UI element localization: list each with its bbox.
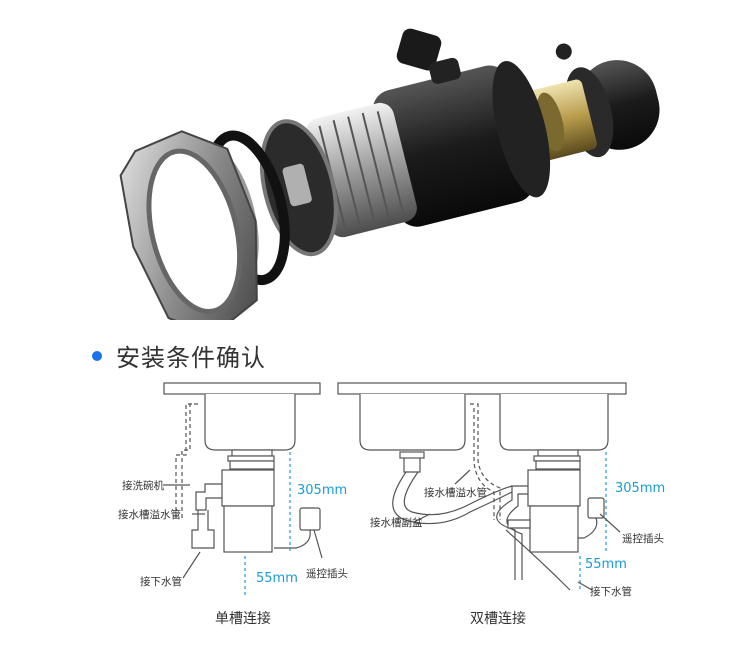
countertop-double bbox=[337, 382, 627, 395]
inlet-pipe bbox=[396, 28, 442, 71]
sink-basin-left bbox=[359, 394, 466, 451]
disposer-unit-double bbox=[527, 469, 581, 507]
section-title: 安装条件确认 bbox=[116, 344, 266, 372]
label-drain-double: 接下水管 bbox=[590, 585, 632, 598]
double-sink-diagram bbox=[337, 382, 627, 591]
product-exploded-view bbox=[119, 28, 660, 320]
overflow-pipe-double bbox=[470, 403, 501, 520]
bullet-dot-icon bbox=[92, 350, 102, 361]
dimension-height-single: 305mm bbox=[297, 483, 347, 498]
label-dishwasher: 接洗碗机 bbox=[122, 479, 164, 492]
sink-basin-right bbox=[499, 394, 609, 451]
caption-double-sink: 双槽连接 bbox=[470, 611, 526, 627]
sub-basin-hose bbox=[392, 471, 513, 525]
overflow-pipe-single bbox=[181, 403, 198, 520]
dimension-bottom-double: 55mm bbox=[585, 557, 627, 572]
connector-nut bbox=[555, 43, 572, 60]
label-remote-double: 遥控插头 bbox=[622, 532, 664, 545]
countertop-single bbox=[163, 382, 321, 395]
remote-plug-single bbox=[299, 507, 321, 531]
label-sub-basin: 接水槽副盆 bbox=[370, 516, 423, 529]
disposer-unit-single bbox=[221, 469, 275, 507]
single-sink-diagram bbox=[163, 382, 323, 595]
section-heading: 安装条件确认 bbox=[92, 338, 266, 373]
label-remote-single: 遥控插头 bbox=[306, 567, 348, 580]
dimension-bottom-single: 55mm bbox=[256, 571, 298, 586]
installation-diagrams: 接洗碗机 接水槽溢水管 接下水管 遥控插头 305mm 55mm bbox=[118, 382, 665, 598]
caption-single-sink: 单槽连接 bbox=[215, 611, 271, 627]
sink-basin-single bbox=[204, 394, 296, 451]
label-overflow-double: 接水槽溢水管 bbox=[424, 486, 487, 499]
drain-pipe-double bbox=[505, 529, 571, 591]
dimension-height-double: 305mm bbox=[615, 481, 665, 496]
label-overflow-single: 接水槽溢水管 bbox=[118, 508, 181, 521]
label-drain-single: 接下水管 bbox=[140, 575, 182, 588]
